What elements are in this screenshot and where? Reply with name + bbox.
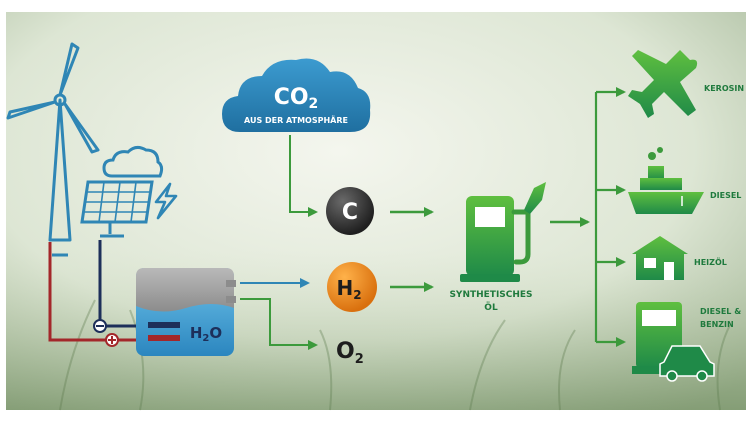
house-icon	[632, 236, 688, 280]
ship-icon	[628, 147, 704, 214]
tank-to-oxygen-line	[240, 298, 318, 350]
plus-terminal-icon	[105, 333, 119, 347]
diesel-label: DIESEL	[710, 191, 741, 200]
fuel-label-line2: ÖL	[484, 302, 498, 313]
cloud-sun-icon	[102, 145, 164, 178]
airplane-icon	[628, 50, 698, 118]
co2-caption: AUS DER ATMOSPHÄRE	[244, 115, 348, 125]
car-icon	[659, 345, 715, 382]
electrolyzer-tank	[136, 268, 236, 356]
kerosin-label: KEROSIN	[704, 84, 744, 93]
branch-tree	[594, 87, 626, 347]
minus-terminal-icon	[93, 319, 107, 333]
benzin-label-line1: DIESEL &	[700, 307, 741, 316]
benzin-label-line2: BENZIN	[700, 320, 734, 329]
co2-to-carbon-line	[289, 135, 318, 217]
carbon-ball	[326, 187, 374, 235]
heizoel-label: HEIZÖL	[694, 257, 727, 267]
carbon-label: C	[342, 200, 358, 225]
hydrogen-label: H2	[336, 276, 361, 302]
co2-formula-label: CO2	[274, 85, 319, 112]
fuel-label-line1: SYNTHETISCHES	[449, 290, 532, 300]
oxygen-label: O2	[336, 339, 364, 367]
grass-blur	[6, 250, 746, 410]
solar-panel-icon	[80, 180, 154, 238]
fuel-pump-icon	[460, 182, 546, 282]
co2-cloud-icon	[222, 58, 371, 132]
wind-turbine-icon	[6, 42, 100, 257]
hydrogen-ball	[327, 262, 377, 312]
water-formula-label: H2O	[190, 324, 222, 344]
lightning-bolt-icon	[154, 182, 178, 220]
grass-blades	[59, 299, 731, 411]
